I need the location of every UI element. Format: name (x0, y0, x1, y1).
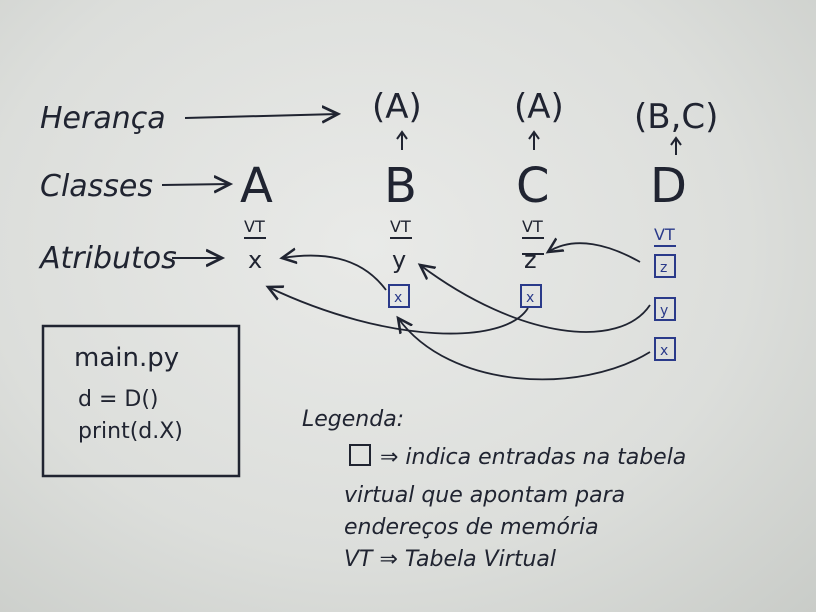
pointer-d-z-to-c-z (548, 243, 641, 263)
inheritance-d: (B,C) (634, 97, 718, 137)
inheritance-c: (A) (514, 87, 564, 127)
pointer-d-x-to-b-x (398, 318, 651, 381)
inheritance-b: (A) (372, 87, 422, 127)
pointer-c-x-to-a-x (268, 287, 529, 335)
up-arrow-d (670, 136, 682, 155)
legend-box-desc-2: virtual que apontam para (344, 483, 625, 508)
vt-label-c: VT (522, 217, 543, 236)
arrow-heranca (184, 114, 338, 118)
attr-c-z: z (524, 246, 537, 274)
attr-b-x: x (394, 290, 402, 306)
class-c: C (516, 158, 550, 214)
vt-label-a: VT (244, 217, 265, 236)
vt-label-d: VT (654, 225, 675, 244)
vt-entry-d-z (654, 254, 676, 278)
pointer-d-y-to-b-y (420, 265, 651, 333)
vt-entry-d-x (654, 337, 676, 361)
attr-d-x: x (660, 343, 668, 359)
class-b: B (384, 158, 417, 214)
legend-box-desc-1: ⇒ indica entradas na tabela (380, 445, 686, 470)
attr-b-y: y (392, 246, 406, 274)
legend-vt-desc: VT ⇒ Tabela Virtual (344, 547, 556, 572)
legend-box-symbol (349, 444, 371, 466)
code-box (41, 324, 241, 478)
vt-label-b: VT (390, 217, 411, 236)
vt-entry-c-x (520, 284, 542, 308)
arrow-classes (161, 184, 230, 185)
vt-entry-d-y (654, 297, 676, 321)
class-d: D (650, 158, 687, 214)
attr-d-y: y (660, 303, 668, 319)
class-a: A (240, 158, 273, 214)
attr-a-x: x (248, 246, 262, 274)
pointer-b-x-to-a-x (282, 256, 387, 291)
code-filename: main.py (74, 343, 179, 373)
label-classes: Classes (40, 169, 153, 204)
label-atributos: Atributos (38, 241, 177, 276)
vt-entry-b-x (388, 284, 410, 308)
label-heranca: Herança (40, 101, 166, 136)
attr-d-z: z (660, 260, 667, 276)
legend-box-desc-3: endereços de memória (344, 515, 599, 540)
code-line-2: print(d.X) (78, 419, 183, 444)
code-line-1: d = D() (78, 387, 159, 412)
up-arrow-c (528, 130, 540, 150)
legend-title: Legenda: (302, 407, 404, 432)
up-arrow-b (396, 130, 408, 150)
attr-c-x: x (526, 290, 534, 306)
